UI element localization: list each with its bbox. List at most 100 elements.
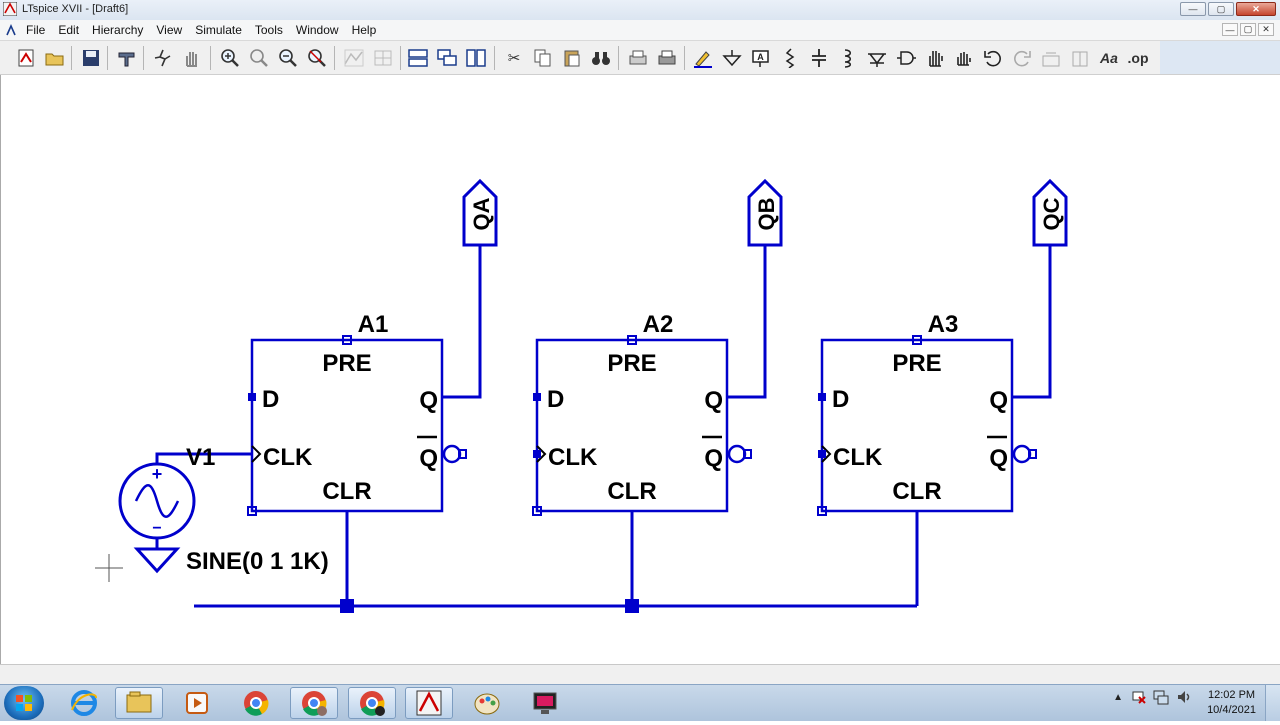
resistor-icon[interactable] bbox=[778, 46, 802, 70]
pin-clr-label: CLR bbox=[607, 478, 656, 505]
show-hidden-icons-icon[interactable]: ▲ bbox=[1113, 691, 1123, 703]
start-button[interactable] bbox=[4, 686, 44, 720]
clock-date: 10/4/2021 bbox=[1207, 704, 1256, 716]
ground-symbol[interactable] bbox=[133, 547, 181, 574]
schematic-drawing[interactable]: A1 PRE D CLK CLR Q Q A2 PRE D CLK CLR Q … bbox=[1, 75, 1279, 664]
pan-zoom-icon[interactable] bbox=[247, 46, 271, 70]
minimize-button[interactable]: — bbox=[1180, 2, 1206, 16]
qb-wire bbox=[727, 245, 767, 399]
title-bar: LTspice XVII - [Draft6] — ▢ ✕ bbox=[0, 0, 1280, 21]
voltage-source-v1[interactable]: + − V1 bbox=[118, 444, 215, 540]
text-tool[interactable]: Aa bbox=[1100, 50, 1118, 66]
capacitor-icon[interactable] bbox=[807, 46, 831, 70]
schematic-canvas[interactable]: A1 PRE D CLK CLR Q Q A2 PRE D CLK CLR Q … bbox=[0, 75, 1280, 664]
junction-dot bbox=[340, 599, 354, 613]
chrome-profile-icon[interactable] bbox=[290, 687, 338, 719]
maximize-button[interactable]: ▢ bbox=[1208, 2, 1234, 16]
tile-horizontal-icon[interactable] bbox=[406, 46, 430, 70]
menu-help[interactable]: Help bbox=[351, 23, 377, 37]
dflipflop-a2[interactable]: A2 PRE D CLK CLR Q Q bbox=[532, 311, 752, 516]
new-schematic-icon[interactable] bbox=[14, 46, 38, 70]
svg-text:QB: QB bbox=[754, 198, 779, 231]
move-hand-icon[interactable] bbox=[923, 46, 947, 70]
ground-icon[interactable] bbox=[720, 46, 744, 70]
source-value[interactable]: SINE(0 1 1K) bbox=[186, 548, 329, 575]
run-simulation-icon[interactable] bbox=[151, 46, 175, 70]
wires[interactable] bbox=[155, 245, 1052, 608]
chrome-profile-icon-2[interactable] bbox=[348, 687, 396, 719]
open-folder-icon[interactable] bbox=[43, 46, 67, 70]
save-icon[interactable] bbox=[79, 46, 103, 70]
plus-sign: + bbox=[152, 464, 163, 484]
find-binoculars-icon[interactable] bbox=[589, 46, 613, 70]
menu-edit[interactable]: Edit bbox=[58, 23, 80, 37]
qa-wire bbox=[442, 245, 482, 399]
ltspice-app-icon[interactable] bbox=[3, 2, 17, 16]
menu-tools[interactable]: Tools bbox=[254, 23, 283, 37]
internet-explorer-icon[interactable] bbox=[60, 687, 108, 719]
menu-file[interactable]: File bbox=[26, 23, 46, 37]
close-button[interactable]: ✕ bbox=[1236, 2, 1276, 16]
draw-wire-pencil-icon[interactable] bbox=[691, 46, 715, 70]
action-center-icon[interactable] bbox=[1130, 689, 1146, 705]
svg-text:A: A bbox=[757, 52, 764, 62]
dflipflop-a1[interactable]: A1 PRE D CLK CLR Q Q bbox=[247, 311, 467, 516]
component-icon[interactable] bbox=[894, 46, 918, 70]
undo-icon[interactable] bbox=[981, 46, 1005, 70]
drag-hand-icon[interactable] bbox=[952, 46, 976, 70]
pin-d-label: D bbox=[832, 386, 849, 413]
display-settings-icon[interactable] bbox=[521, 687, 569, 719]
pin-pre-label: PRE bbox=[892, 350, 941, 377]
show-desktop-button[interactable] bbox=[1265, 685, 1280, 721]
chrome-icon[interactable] bbox=[232, 687, 280, 719]
menu-simulate[interactable]: Simulate bbox=[195, 23, 242, 37]
tile-vertical-icon[interactable] bbox=[464, 46, 488, 70]
mirror-icon bbox=[1068, 46, 1092, 70]
document-system-menu-icon[interactable] bbox=[4, 23, 18, 37]
cascade-windows-icon[interactable] bbox=[435, 46, 459, 70]
control-panel-hammer-icon[interactable] bbox=[115, 46, 139, 70]
volume-icon[interactable] bbox=[1176, 689, 1192, 705]
print-preview-icon[interactable] bbox=[626, 46, 650, 70]
cursor-crosshair bbox=[95, 554, 123, 582]
paste-icon[interactable] bbox=[560, 46, 584, 70]
pin-qbar-label: Q bbox=[704, 445, 723, 472]
menu-hierarchy[interactable]: Hierarchy bbox=[92, 23, 144, 37]
spice-directive-op[interactable]: .op bbox=[1127, 50, 1149, 66]
flipflop-name: A1 bbox=[358, 311, 389, 338]
menu-view[interactable]: View bbox=[156, 23, 183, 37]
system-tray: ▲ bbox=[1113, 689, 1192, 705]
junction-dot bbox=[625, 599, 639, 613]
inductor-icon[interactable] bbox=[836, 46, 860, 70]
net-label-qb[interactable]: QB bbox=[747, 178, 783, 247]
clock[interactable]: 12:02 PM 10/4/2021 bbox=[1207, 688, 1256, 718]
copy-icon[interactable] bbox=[531, 46, 555, 70]
net-label-icon[interactable]: A bbox=[749, 46, 773, 70]
print-icon[interactable] bbox=[655, 46, 679, 70]
windows-logo-icon bbox=[16, 695, 32, 711]
qc-wire bbox=[1012, 245, 1052, 399]
doc-close-button[interactable]: ✕ bbox=[1258, 23, 1274, 36]
net-label-qa[interactable]: QA bbox=[462, 178, 498, 247]
dflipflop-a3[interactable]: A3 PRE D CLK CLR Q Q bbox=[817, 311, 1037, 516]
zoom-out-icon[interactable] bbox=[276, 46, 300, 70]
toolbar: ✂ A Aa .op bbox=[0, 41, 1160, 75]
file-explorer-icon[interactable] bbox=[115, 687, 163, 719]
grid-icon bbox=[371, 46, 395, 70]
diode-icon[interactable] bbox=[865, 46, 889, 70]
menu-window[interactable]: Window bbox=[295, 23, 339, 37]
doc-restore-button[interactable]: ▢ bbox=[1240, 23, 1256, 36]
media-player-icon[interactable] bbox=[173, 687, 221, 719]
pin-pre-label: PRE bbox=[607, 350, 656, 377]
svg-text:QC: QC bbox=[1039, 197, 1064, 230]
minus-sign: − bbox=[152, 520, 161, 537]
halt-hand-icon[interactable] bbox=[180, 46, 204, 70]
zoom-fit-icon[interactable] bbox=[305, 46, 329, 70]
cut-scissors-icon[interactable]: ✂ bbox=[507, 50, 521, 67]
network-icon[interactable] bbox=[1153, 689, 1169, 705]
ltspice-taskbar-icon[interactable] bbox=[405, 687, 453, 719]
doc-minimize-button[interactable]: — bbox=[1222, 23, 1238, 36]
paint-icon[interactable] bbox=[463, 687, 511, 719]
zoom-in-icon[interactable] bbox=[218, 46, 242, 70]
net-label-qc[interactable]: QC bbox=[1032, 178, 1068, 247]
